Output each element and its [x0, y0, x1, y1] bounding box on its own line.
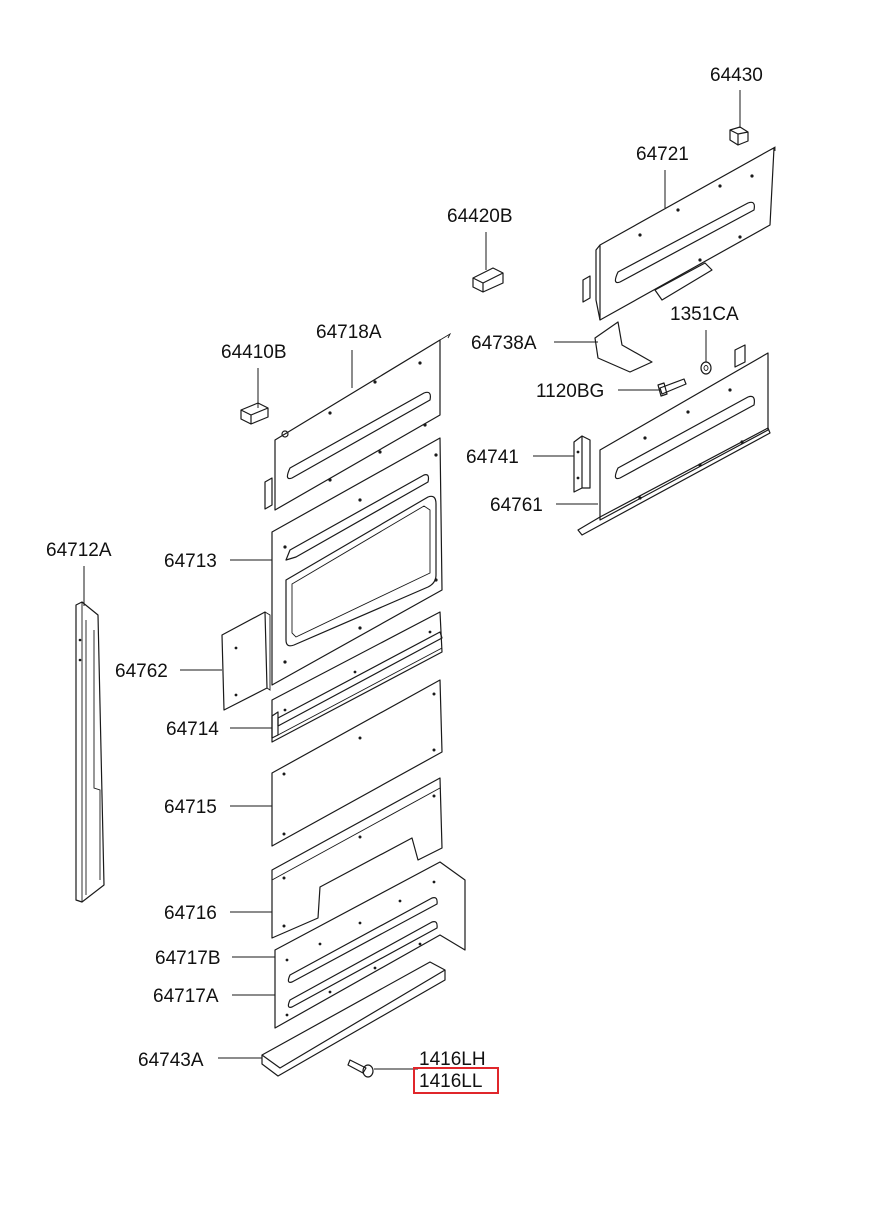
- part-64430[interactable]: [729, 126, 749, 146]
- label-64741[interactable]: 64741: [466, 447, 519, 468]
- part-64762[interactable]: [221, 611, 271, 711]
- label-1120BG[interactable]: 1120BG: [536, 381, 604, 402]
- part-64717B[interactable]: [274, 861, 466, 1029]
- part-64743A[interactable]: [261, 961, 446, 1077]
- label-64716[interactable]: 64716: [164, 903, 217, 924]
- label-64714[interactable]: 64714: [166, 719, 219, 740]
- part-64713[interactable]: [271, 437, 443, 686]
- part-64420B[interactable]: [472, 267, 504, 293]
- label-64717A[interactable]: 64717A: [153, 986, 219, 1007]
- label-1416LH[interactable]: 1416LH: [419, 1049, 486, 1070]
- labels: 64430 64721 64420B 1351CA 64738A 64718A …: [46, 65, 763, 1094]
- label-64718A[interactable]: 64718A: [316, 322, 382, 343]
- part-64718A[interactable]: [264, 332, 452, 511]
- label-64410B[interactable]: 64410B: [221, 342, 287, 363]
- label-1416LL[interactable]: 1416LL: [419, 1071, 482, 1092]
- label-64721[interactable]: 64721: [636, 144, 689, 165]
- part-1120BG[interactable]: [657, 378, 687, 397]
- part-64741[interactable]: [573, 435, 591, 493]
- label-64420B[interactable]: 64420B: [447, 206, 513, 227]
- label-64717B[interactable]: 64717B: [155, 948, 221, 969]
- label-64743A[interactable]: 64743A: [138, 1050, 204, 1071]
- part-64761[interactable]: [577, 344, 771, 536]
- label-64430[interactable]: 64430: [710, 65, 763, 86]
- label-64762[interactable]: 64762: [115, 661, 168, 682]
- label-64738A[interactable]: 64738A: [471, 333, 537, 354]
- part-64717A[interactable]: [285, 921, 438, 1017]
- label-1351CA[interactable]: 1351CA: [670, 304, 739, 325]
- part-64715[interactable]: [271, 679, 443, 847]
- label-64761[interactable]: 64761: [490, 495, 543, 516]
- label-64713[interactable]: 64713: [164, 551, 217, 572]
- highlight-box: [413, 1067, 499, 1094]
- part-64410B[interactable]: [240, 402, 269, 425]
- part-64712A[interactable]: [75, 601, 105, 903]
- part-64716[interactable]: [271, 777, 443, 939]
- part-64738A[interactable]: [594, 321, 653, 373]
- leader-lines: [83, 90, 741, 1070]
- part-64714[interactable]: [271, 611, 443, 743]
- label-64712A[interactable]: 64712A: [46, 540, 112, 561]
- part-64721[interactable]: [582, 146, 776, 321]
- label-64715[interactable]: 64715: [164, 797, 217, 818]
- part-1416[interactable]: [347, 1059, 374, 1078]
- part-1351CA[interactable]: [700, 361, 712, 375]
